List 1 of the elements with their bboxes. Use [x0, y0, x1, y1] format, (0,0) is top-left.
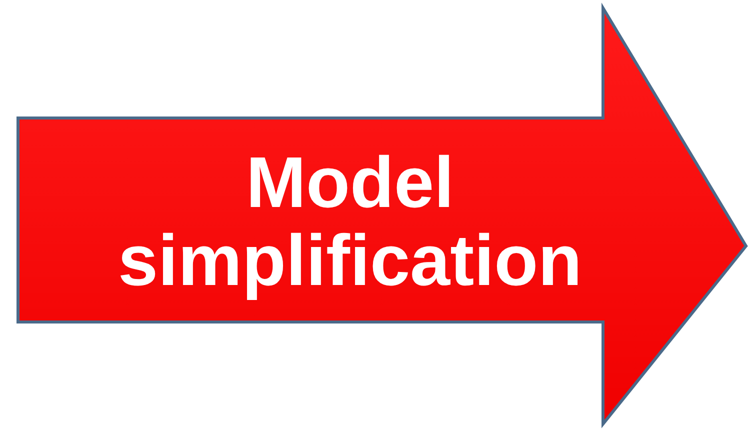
arrow-label: Model simplification [116, 142, 584, 302]
